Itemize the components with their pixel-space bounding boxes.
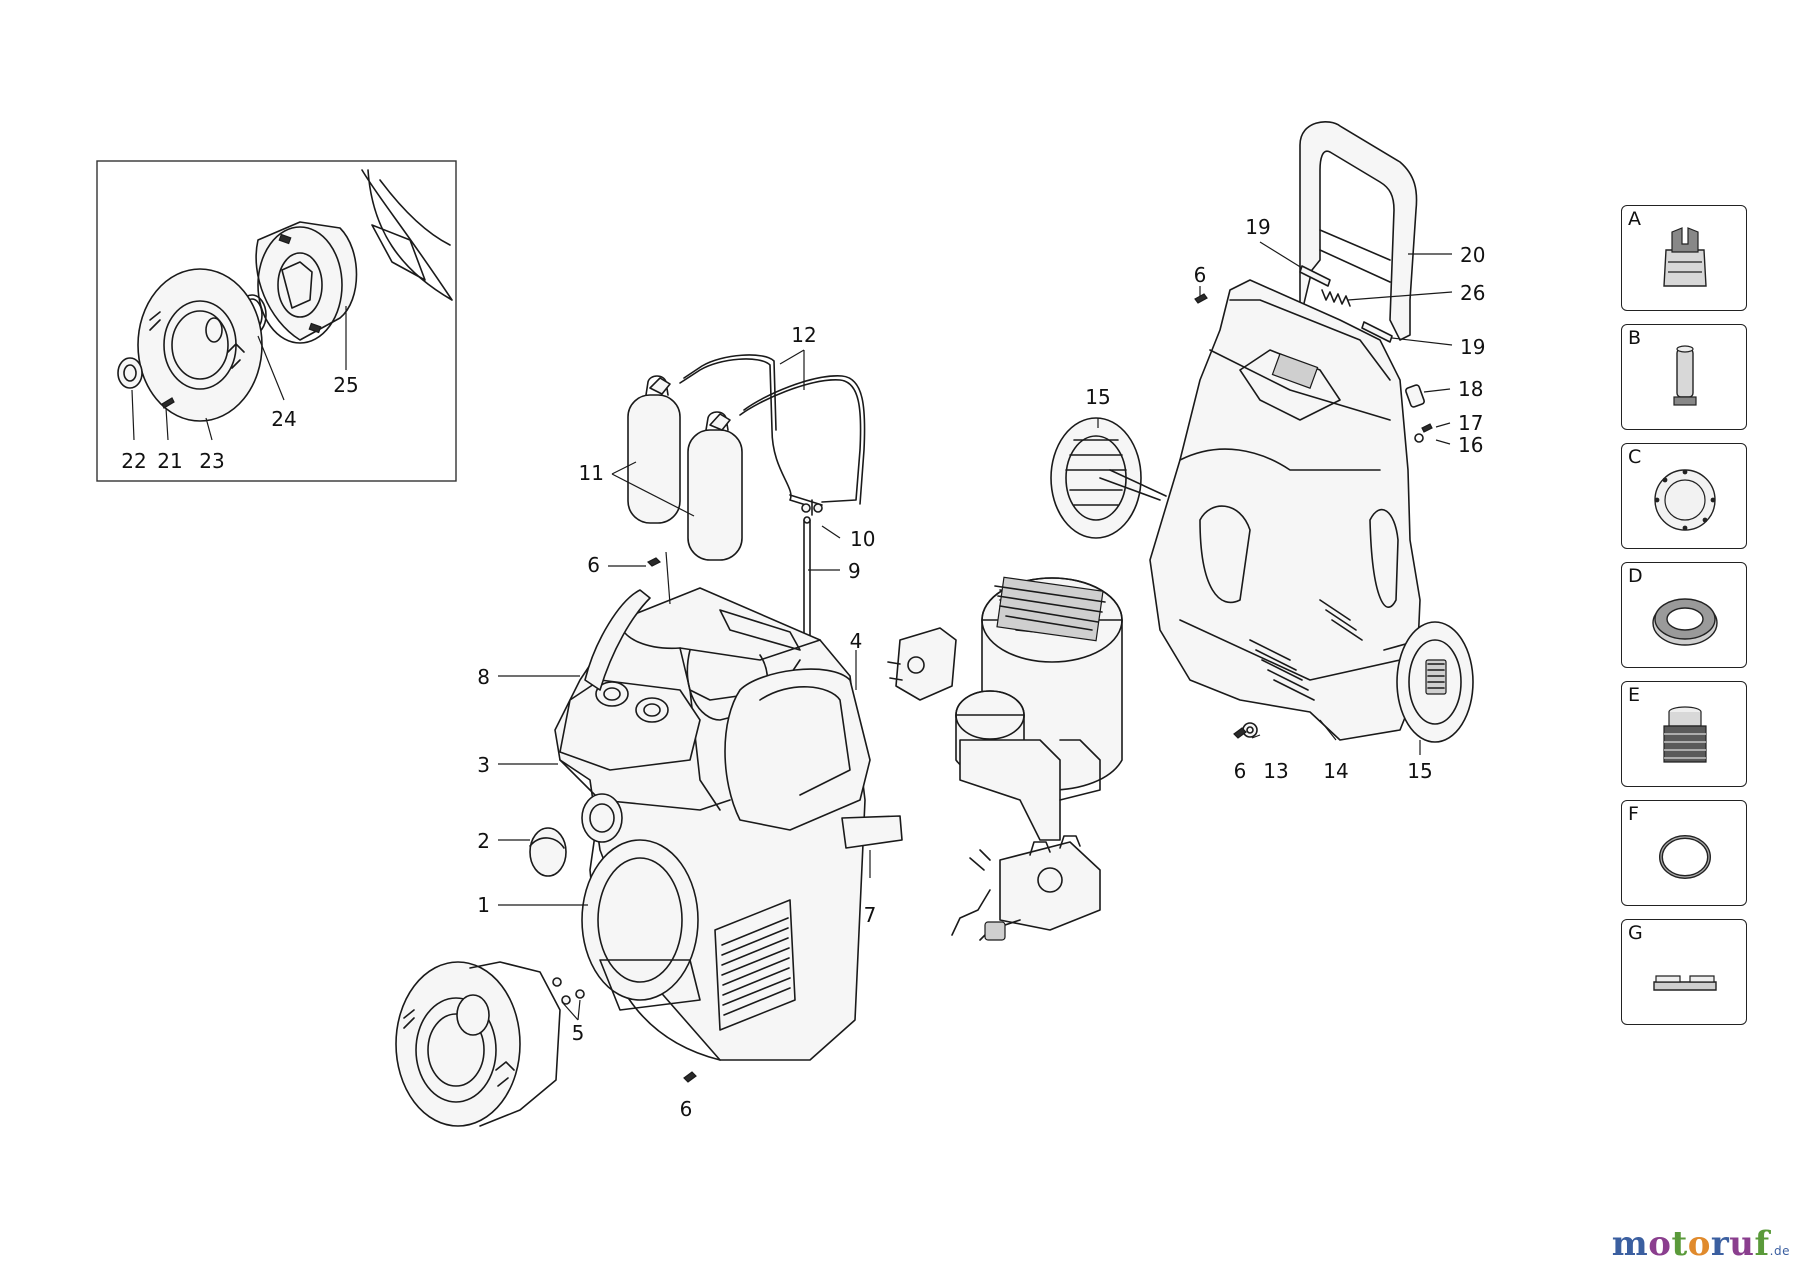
brand-letter: o	[1648, 1224, 1672, 1264]
callout-26: 26	[1460, 281, 1485, 305]
callout-12: 12	[791, 323, 816, 347]
motor-pump-assembly	[887, 576, 1123, 941]
o-ring-icon	[1659, 835, 1711, 879]
callout-9: 9	[848, 559, 861, 583]
callout-20: 20	[1460, 243, 1485, 267]
callout-5: 5	[572, 1021, 585, 1045]
gasket-plate-icon	[1654, 469, 1716, 531]
legend-letter: E	[1628, 684, 1641, 706]
callout-23: 23	[199, 449, 224, 473]
legend-letter: G	[1628, 922, 1643, 944]
callout-19-bottom: 19	[1460, 335, 1485, 359]
callout-7: 7	[864, 903, 877, 927]
callout-15-wheel: 15	[1407, 759, 1432, 783]
bellows-icon	[1663, 706, 1707, 763]
callout-6-bottom: 6	[680, 1097, 693, 1121]
leader-lines	[131, 241, 1453, 1021]
callout-15-hub: 15	[1085, 385, 1110, 409]
legend-item-b[interactable]: B	[1621, 324, 1747, 430]
callout-25: 25	[333, 373, 358, 397]
callout-16: 16	[1458, 433, 1483, 457]
callout-4: 4	[850, 629, 863, 653]
legend-item-a[interactable]: A	[1621, 205, 1747, 311]
legend-letter: C	[1628, 446, 1642, 468]
brand-letter: f	[1754, 1224, 1770, 1264]
brand-letter: m	[1611, 1224, 1649, 1264]
callout-19-top: 19	[1245, 215, 1270, 239]
hose-reel-assembly	[395, 961, 561, 1127]
callout-6-frame-top: 6	[1194, 263, 1207, 287]
callout-10: 10	[850, 527, 875, 551]
callout-21: 21	[157, 449, 182, 473]
seal-ring-icon	[1652, 598, 1718, 646]
callout-14: 14	[1323, 759, 1348, 783]
brand-letter: u	[1729, 1224, 1755, 1264]
detergent-bottles	[627, 354, 866, 641]
filter-cartridge-icon	[1673, 345, 1697, 406]
legend-item-c[interactable]: C	[1621, 443, 1747, 549]
brand-logo: motoruf.de	[1612, 1224, 1790, 1264]
callout-6-top: 6	[587, 553, 600, 577]
callout-3: 3	[477, 753, 490, 777]
callout-1: 1	[477, 893, 490, 917]
callout-17: 17	[1458, 411, 1483, 435]
legend-item-d[interactable]: D	[1621, 562, 1747, 668]
brand-letter: t	[1671, 1224, 1688, 1264]
inset-hose-reel-detail	[96, 160, 457, 482]
brand-letter: o	[1687, 1224, 1711, 1264]
brand-letter: r	[1710, 1224, 1730, 1264]
legend-item-g[interactable]: G	[1621, 919, 1747, 1025]
brand-logo-suffix: .de	[1769, 1244, 1790, 1258]
callout-2: 2	[477, 829, 490, 853]
callout-18: 18	[1458, 377, 1483, 401]
main-housing	[529, 557, 903, 1083]
vent-grille	[714, 899, 796, 1031]
legend-letter: A	[1628, 208, 1641, 230]
legend-letter: B	[1628, 327, 1642, 349]
callout-24: 24	[271, 407, 296, 431]
callout-8: 8	[477, 665, 490, 689]
brand-logo-text: motoruf	[1612, 1224, 1770, 1264]
legend-letter: D	[1628, 565, 1643, 587]
legend-item-f[interactable]: F	[1621, 800, 1747, 906]
callout-13: 13	[1263, 759, 1288, 783]
callout-11: 11	[579, 461, 604, 485]
legend-item-e[interactable]: E	[1621, 681, 1747, 787]
callout-22: 22	[121, 449, 146, 473]
legend-letter: F	[1628, 803, 1639, 825]
trolley-frame	[1050, 121, 1474, 743]
callout-labels: 1 2 3 4 5 6 6 6 6 7 8 9 10 11 12 13 14 1…	[121, 215, 1485, 1121]
spacer-strip-icon	[1653, 975, 1717, 991]
connector-icon	[1663, 227, 1707, 287]
callout-6-frame-bottom: 6	[1234, 759, 1247, 783]
